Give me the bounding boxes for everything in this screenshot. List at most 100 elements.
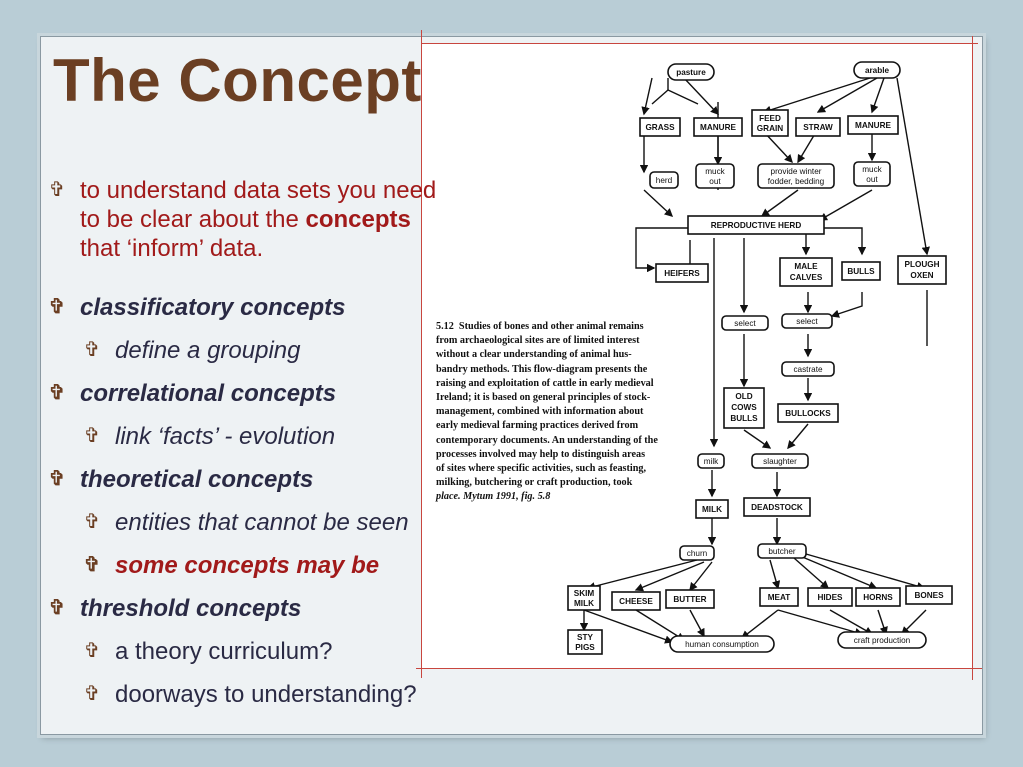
label-castrate: castrate <box>793 365 823 374</box>
label-herd: herd <box>656 176 673 185</box>
caption-number: 5.12 <box>436 321 454 332</box>
label-butter: BUTTER <box>673 595 706 604</box>
label-arable: arable <box>865 66 890 75</box>
bullet-text: entities that cannot be seen <box>115 509 409 536</box>
caption-line: milking, butchering or craft production,… <box>436 477 633 489</box>
caption-line: contemporary documents. An understanding… <box>436 434 658 446</box>
bullet-text: define a grouping <box>115 337 301 364</box>
node-select-1 <box>721 315 769 331</box>
node-human-consumption <box>669 635 775 653</box>
bullet-text: link ‘facts’ - evolution <box>115 423 336 450</box>
node-male-calves <box>779 257 833 287</box>
caption-line: from archaeological sites are of limited… <box>436 335 640 347</box>
cross-bullet-icon: ✞ <box>83 683 101 705</box>
label-deadstock: DEADSTOCK <box>751 503 803 512</box>
cross-bullet-icon: ✞ <box>48 597 66 619</box>
bullet-some-concepts: ✞ some concepts may be <box>84 551 380 580</box>
label-human-consumption: human consumption <box>685 640 759 649</box>
label-skim: SKIM <box>574 589 595 598</box>
bullet-text: correlational concepts <box>80 380 337 407</box>
caption-line: raising and exploitation of cattle in ea… <box>436 377 654 389</box>
label-old: OLD <box>735 392 752 401</box>
label-muck-1a: muck <box>705 167 725 176</box>
label-cows: COWS <box>731 403 757 412</box>
label-muck-2a: muck <box>862 165 882 174</box>
node-churn <box>679 545 715 561</box>
bullet-line: to understand data sets you need <box>80 177 437 204</box>
label-provide-b: fodder, bedding <box>768 177 825 186</box>
label-muck-2b: out <box>866 175 878 184</box>
bullet-theoretical: ✞ theoretical concepts <box>49 465 314 494</box>
node-herd <box>649 171 679 189</box>
node-pasture <box>667 63 715 81</box>
node-bones <box>905 585 953 605</box>
label-manure-2: MANURE <box>855 121 891 130</box>
node-butcher <box>757 543 807 559</box>
caption-line: management, combined with information ab… <box>436 406 644 418</box>
label-churn: churn <box>687 549 708 558</box>
label-sty: STY <box>577 633 593 642</box>
node-muck-out-2 <box>853 161 891 187</box>
slide-title: The Concept <box>53 47 422 114</box>
node-horns <box>855 587 901 607</box>
red-guide-vertical-right <box>972 36 973 680</box>
figure-caption: 5.12 Studies of bones and other animal r… <box>436 320 686 505</box>
cross-bullet-icon: ✞ <box>83 640 101 662</box>
red-guide-vertical-left <box>421 30 422 678</box>
caption-line: processes involved may help to distingui… <box>436 448 646 460</box>
bullet-emphasis: concepts <box>305 206 411 233</box>
label-plough: PLOUGH <box>904 260 939 269</box>
cross-bullet-icon: ✞ <box>83 554 101 576</box>
node-cheese <box>611 591 661 611</box>
label-butcher: butcher <box>768 547 796 556</box>
node-heifers <box>655 263 709 283</box>
caption-line: early medieval farming practices derived… <box>436 420 639 432</box>
label-feed: FEED <box>759 114 781 123</box>
label-oxen: OXEN <box>910 271 933 280</box>
caption-line: bandry methods. This flow-diagram presen… <box>436 363 648 375</box>
label-bulls-old: BULLS <box>730 414 758 423</box>
node-sty-pigs <box>567 629 603 655</box>
label-male: MALE <box>794 262 818 271</box>
cross-bullet-icon: ✞ <box>48 296 66 318</box>
bullet-correlational: ✞ correlational concepts <box>49 379 337 408</box>
node-feed-grain <box>751 109 789 137</box>
label-craft-production: craft production <box>854 636 911 645</box>
label-heifers: HEIFERS <box>664 269 700 278</box>
cattle-flow-diagram: pasture arable GRASS MANURE FEED GRAIN S… <box>422 44 972 668</box>
label-slaughter: slaughter <box>763 457 797 466</box>
bullet-text: to be clear about the <box>80 206 306 233</box>
bullet-classificatory: ✞ classificatory concepts <box>49 293 346 322</box>
label-milk-process: milk <box>704 457 719 466</box>
label-hides: HIDES <box>817 593 843 602</box>
node-skim-milk <box>567 585 601 611</box>
cross-bullet-icon: ✞ <box>48 382 66 404</box>
cross-bullet-icon: ✞ <box>48 179 66 201</box>
label-bullocks: BULLOCKS <box>785 409 831 418</box>
node-hides <box>807 587 853 607</box>
node-manure-2 <box>847 115 899 135</box>
node-bulls <box>841 261 881 281</box>
label-reproductive-herd: REPRODUCTIVE HERD <box>711 221 802 230</box>
label-straw: STRAW <box>803 123 833 132</box>
node-deadstock <box>743 497 811 517</box>
label-grass: GRASS <box>645 123 675 132</box>
node-bullocks <box>777 403 839 423</box>
node-meat <box>759 587 799 607</box>
node-muck-out-1 <box>695 163 735 189</box>
node-manure-1 <box>693 117 743 137</box>
label-muck-1b: out <box>709 177 721 186</box>
caption-line: of sites where specific activities, such… <box>436 463 647 475</box>
label-skim-milk: MILK <box>574 599 594 608</box>
label-bulls: BULLS <box>847 267 875 276</box>
node-castrate <box>781 361 835 377</box>
label-grain: GRAIN <box>757 124 783 133</box>
node-grass <box>639 117 681 137</box>
bullet-line: to be clear about the concepts <box>80 205 436 234</box>
cross-bullet-icon: ✞ <box>83 339 101 361</box>
caption-line: Ireland; it is based on general principl… <box>436 392 651 404</box>
node-select-2 <box>781 313 833 329</box>
bullet-define-grouping: ✞ define a grouping <box>84 336 301 365</box>
bullet-text: a theory curriculum? <box>115 638 333 665</box>
bullet-theory-curriculum: ✞ a theory curriculum? <box>84 637 333 666</box>
